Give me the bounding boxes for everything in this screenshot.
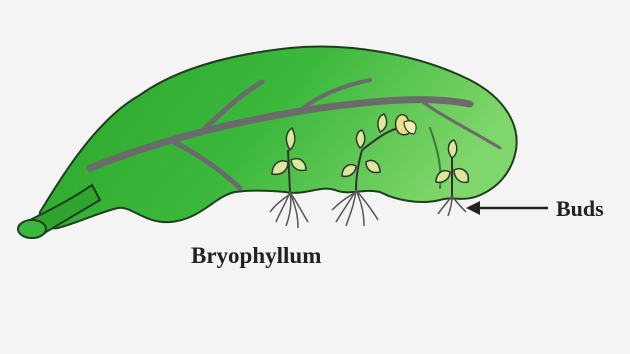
buds-pointer-arrow xyxy=(466,201,548,215)
buds-label: Buds xyxy=(556,196,604,222)
petiole-cut-end xyxy=(18,220,46,238)
leaf-blade xyxy=(40,47,517,229)
bud-roots xyxy=(332,190,378,226)
bud-roots xyxy=(270,192,308,228)
diagram-title-label: Bryophyllum xyxy=(191,243,321,269)
